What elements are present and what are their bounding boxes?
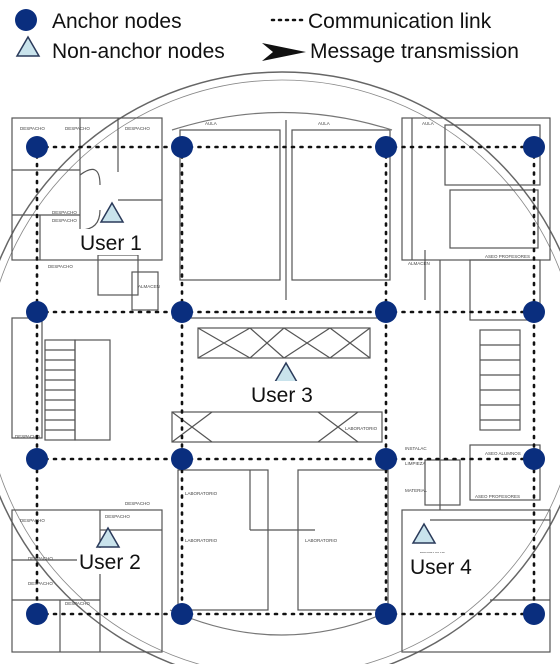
room-label: AULA xyxy=(318,121,330,126)
user-label: User 2 xyxy=(79,551,141,574)
room-label: DESPACHO xyxy=(28,556,53,561)
lab-left xyxy=(177,469,269,611)
room-label: DESPACHO xyxy=(48,264,73,269)
wing-bottom-right xyxy=(401,509,551,653)
anchor-node xyxy=(26,136,48,158)
room-label: DESPACHO xyxy=(65,126,90,131)
room-label: LABORATORIO xyxy=(345,426,378,431)
legend-message-arrow-icon xyxy=(262,43,306,61)
user-3-node: User 3 xyxy=(248,361,326,407)
room-label: MATERIAL xyxy=(405,488,428,493)
room-label: ALMACEN xyxy=(408,261,430,266)
legend: Anchor nodes Non-anchor nodes Communicat… xyxy=(15,9,519,63)
building-outline xyxy=(0,71,560,664)
room-label: ASEO ALUMNOS xyxy=(485,451,521,456)
anchor-node xyxy=(375,136,397,158)
hall-right xyxy=(291,129,391,281)
anchor-node xyxy=(171,136,193,158)
anchor-node xyxy=(26,448,48,470)
communication-links xyxy=(35,145,536,616)
non-anchor-nodes: User 1 User 3 User 2 User 4 xyxy=(77,201,485,579)
room-label: DESPACHO xyxy=(20,518,45,523)
user-4-node: User 4 xyxy=(407,522,485,579)
room-label: AULA xyxy=(205,121,217,126)
room-label: DESPACHO xyxy=(52,210,77,215)
room-label: DESPACHO xyxy=(20,126,45,131)
room-label: DESPACHO xyxy=(28,581,53,586)
user-label: User 4 xyxy=(410,556,472,579)
legend-anchor-label: Anchor nodes xyxy=(52,10,182,33)
non-anchor-triangle xyxy=(273,361,299,383)
room-label: ALMACEN xyxy=(138,284,160,289)
non-anchor-triangle xyxy=(99,201,125,223)
hall-left xyxy=(179,129,281,281)
non-anchor-triangle xyxy=(95,526,121,548)
room-label: LABORATORIO xyxy=(185,538,218,543)
user-2-node: User 2 xyxy=(77,526,155,574)
building-outline-inner xyxy=(0,79,560,664)
room-label: DESPACHO xyxy=(15,434,40,439)
floor-plan-labels: DESPACHO DESPACHO DESPACHO DESPACHO DESP… xyxy=(15,121,530,606)
wing-bottom-left xyxy=(11,509,163,653)
anchor-node xyxy=(375,603,397,625)
anchor-node xyxy=(171,301,193,323)
user-label: User 3 xyxy=(251,384,313,407)
room-label: DESPACHO xyxy=(105,514,130,519)
anchor-node xyxy=(26,603,48,625)
room-label: INSTALAC xyxy=(405,446,427,451)
legend-non-anchor-symbol xyxy=(15,35,41,57)
legend-message-label: Message transmission xyxy=(310,40,519,63)
room-label: LABORATORIO xyxy=(305,538,338,543)
anchor-node xyxy=(375,301,397,323)
lab-right xyxy=(297,469,389,611)
anchor-node xyxy=(523,448,545,470)
anchor-node xyxy=(171,603,193,625)
anchor-node xyxy=(26,301,48,323)
legend-anchor-symbol xyxy=(15,9,37,31)
legend-link-label: Communication link xyxy=(308,10,492,33)
room-label: ASEO PROFESORES xyxy=(475,494,520,499)
anchor-node xyxy=(171,448,193,470)
room-label: ASEO PROFESORES xyxy=(485,254,530,259)
user-1-node: User 1 xyxy=(78,201,156,255)
room-label: DESPACHO xyxy=(125,501,150,506)
anchor-node xyxy=(523,603,545,625)
floor-plan xyxy=(0,71,560,664)
room-label: LIMPIEZA xyxy=(405,461,426,466)
anchor-node xyxy=(523,136,545,158)
central-corridor-bottom xyxy=(171,411,383,443)
wing-top-left xyxy=(11,117,163,261)
legend-non-anchor-label: Non-anchor nodes xyxy=(52,40,225,63)
anchor-node xyxy=(375,448,397,470)
user-label: User 1 xyxy=(80,232,142,255)
room-label: LABORATORIO xyxy=(185,491,218,496)
room-label: DESPACHO xyxy=(125,126,150,131)
room-label: AULA xyxy=(422,121,434,126)
room-label: DESPACHO xyxy=(65,601,90,606)
non-anchor-triangle xyxy=(411,522,437,544)
anchor-nodes xyxy=(26,136,545,625)
room-label: DESPACHO xyxy=(52,218,77,223)
anchor-node xyxy=(523,301,545,323)
